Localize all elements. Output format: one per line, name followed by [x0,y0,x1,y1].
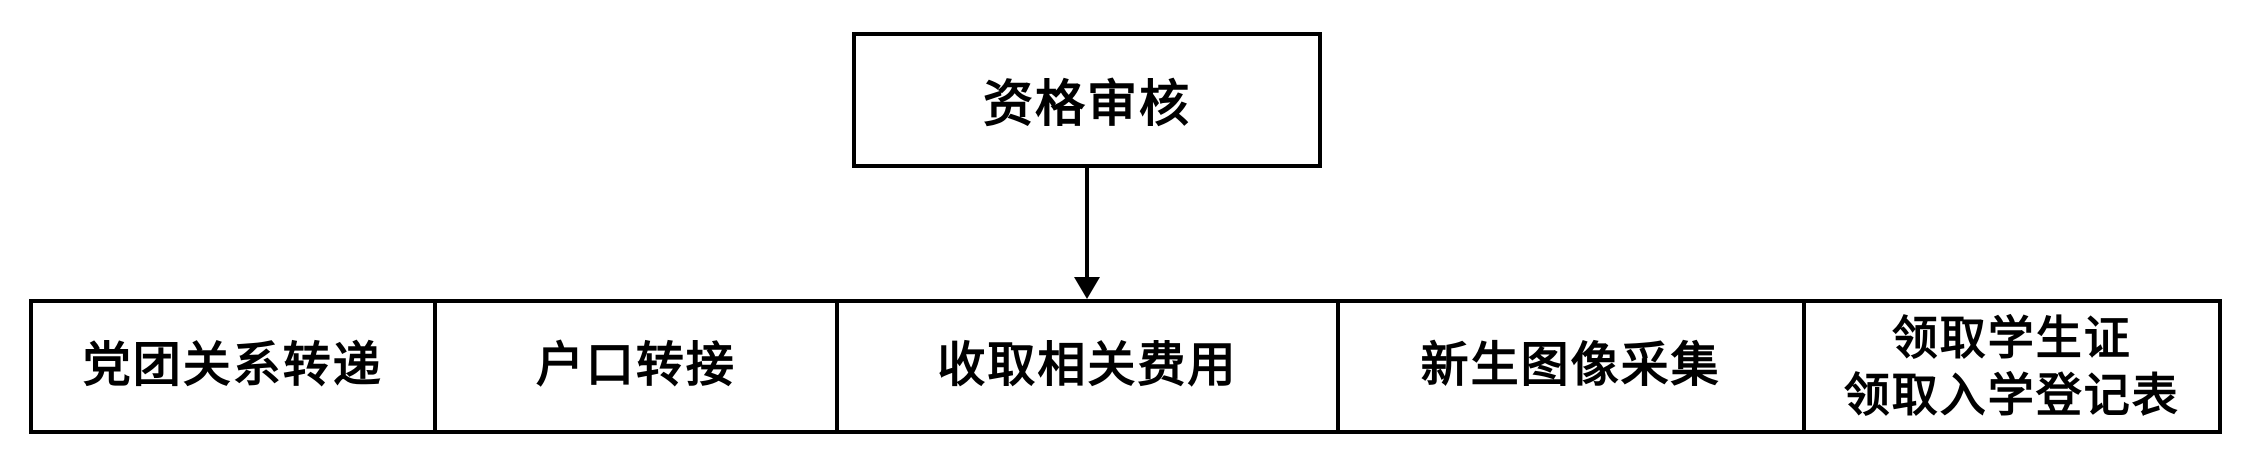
flow-node-party-league-transfer-label: 党团关系转递 [82,339,383,393]
flow-node-household-registration: 户口转接 [437,303,840,430]
flow-node-qualification-review: 资格审核 [852,32,1322,168]
flow-node-student-image-capture-label: 新生图像采集 [1420,339,1721,393]
flow-node-qualification-review-label: 资格审核 [983,76,1191,132]
flow-step-row: 党团关系转递 户口转接 收取相关费用 新生图像采集 领取学生证 领取入学登记表 [29,299,2222,434]
flow-node-receive-documents-line1: 领取学生证 [1891,312,2132,365]
flow-node-student-image-capture: 新生图像采集 [1340,303,1806,430]
arrow-down-icon [1074,277,1100,299]
flow-node-fee-collection: 收取相关费用 [839,303,1340,430]
flow-node-household-registration-label: 户口转接 [535,339,736,393]
flow-node-receive-documents: 领取学生证 领取入学登记表 [1806,303,2218,430]
flow-node-fee-collection-label: 收取相关费用 [937,339,1238,393]
flow-connector-line [1085,168,1089,278]
flow-node-receive-documents-line2: 领取入学登记表 [1843,368,2180,421]
flow-node-party-league-transfer: 党团关系转递 [33,303,437,430]
